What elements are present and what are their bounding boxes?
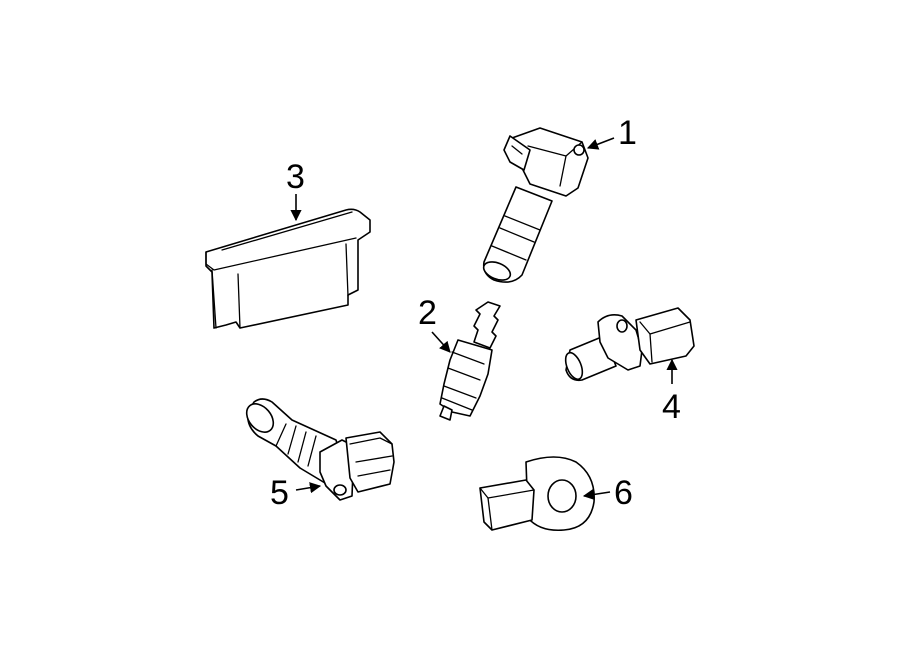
callout-3-number: 3 [286, 158, 305, 196]
camshaft-position-sensor-drawing [245, 398, 395, 501]
spark-plug-drawing [439, 301, 501, 421]
crankshaft-position-sensor-drawing [564, 307, 695, 382]
callout-1-number: 1 [618, 114, 637, 152]
engine-control-module-drawing [205, 208, 371, 329]
callout-6-number: 6 [614, 474, 633, 512]
callout-2-leader [431, 331, 451, 353]
callout-2-number: 2 [418, 294, 437, 332]
callout-6-leader [582, 488, 611, 501]
ignition-coil-drawing [482, 127, 589, 283]
callout-5-number: 5 [270, 474, 289, 512]
callout-4-number: 4 [662, 388, 681, 426]
knock-sensor-drawing [479, 456, 595, 532]
callout-5-leader [295, 482, 322, 494]
callout-1-leader [586, 137, 615, 150]
